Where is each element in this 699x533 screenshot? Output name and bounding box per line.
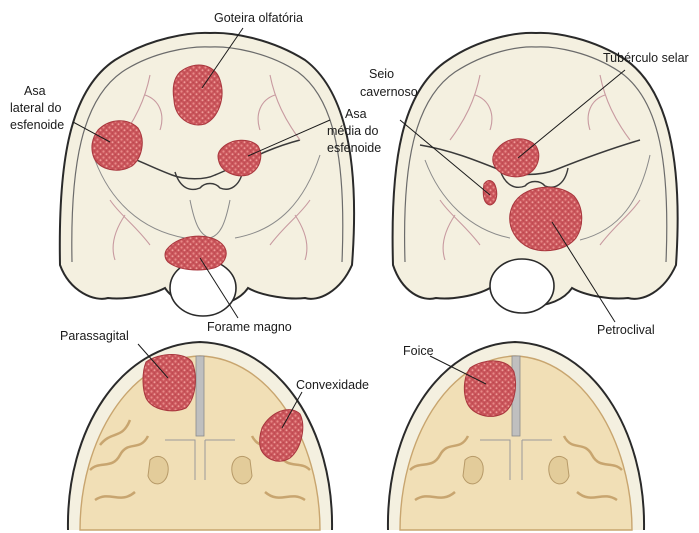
label-parassagital: Parassagital xyxy=(60,329,129,343)
label-asa-media-line2: média do xyxy=(327,124,378,138)
coronal-brain-left-panel xyxy=(68,342,332,530)
tumor-asa-lateral xyxy=(92,121,142,170)
label-asa-lateral-line2: lateral do xyxy=(10,101,61,115)
tumor-seio-cavernoso xyxy=(483,181,497,205)
label-asa-media-line1: Asa xyxy=(345,107,367,121)
label-foice: Foice xyxy=(403,344,434,358)
label-petroclival: Petroclival xyxy=(597,323,655,337)
skull-base-left-panel xyxy=(60,33,354,316)
tumor-asa-media xyxy=(218,140,261,176)
label-tuberculo-selar: Tubérculo selar xyxy=(603,51,689,65)
label-asa-media-line3: esfenoide xyxy=(327,141,381,155)
label-seio-cavernoso-line2: cavernoso xyxy=(360,85,418,99)
skull-base-right-panel xyxy=(393,33,678,313)
tumor-goteira-olfatoria xyxy=(173,65,222,125)
label-convexidade: Convexidade xyxy=(296,378,369,392)
label-seio-cavernoso-line1: Seio xyxy=(369,67,394,81)
foramen-magnum xyxy=(490,259,554,313)
tumor-petroclival xyxy=(510,187,582,251)
label-goteira-olfatoria: Goteira olfatória xyxy=(214,11,303,25)
coronal-brain-right-panel xyxy=(388,342,644,530)
label-asa-lateral-line1: Asa xyxy=(24,84,46,98)
falx xyxy=(196,356,204,436)
label-asa-lateral-line3: esfenoide xyxy=(10,118,64,132)
tumor-foice xyxy=(464,361,515,416)
tumor-parassagital xyxy=(143,355,195,411)
label-forame-magno: Forame magno xyxy=(207,320,292,334)
